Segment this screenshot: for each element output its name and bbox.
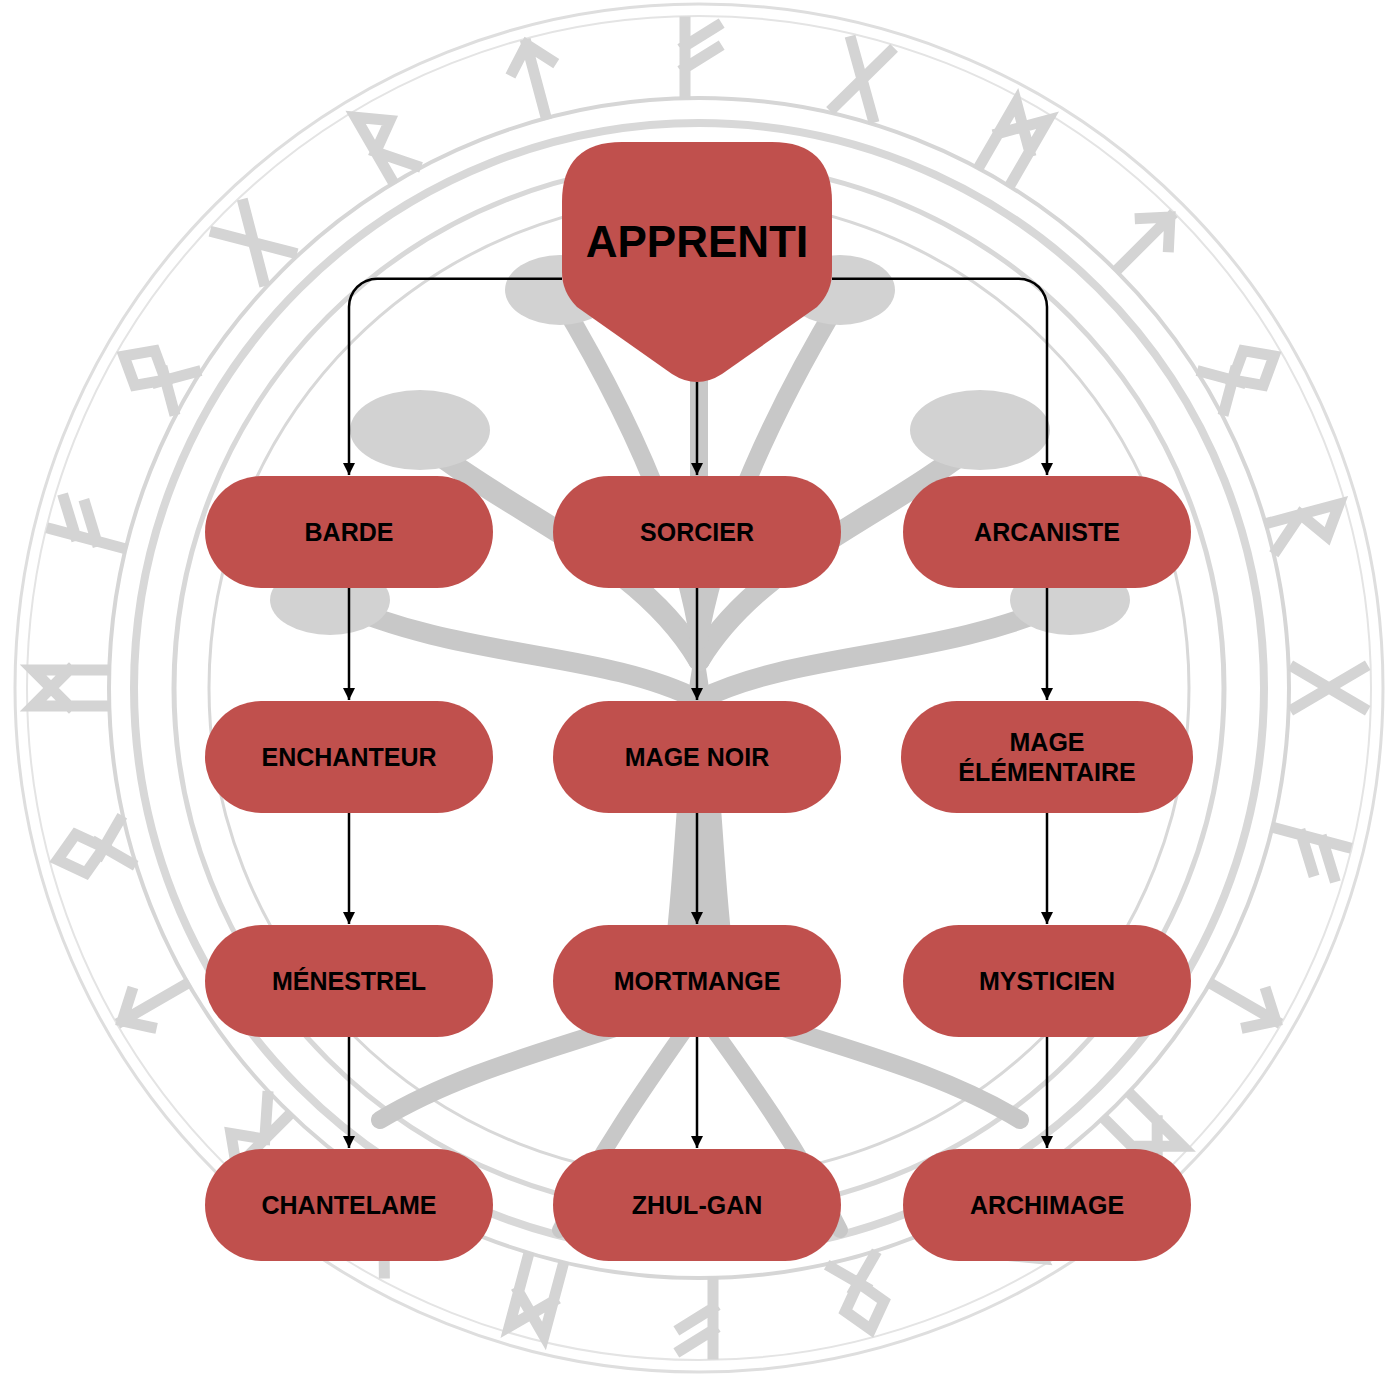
node-label: CHANTELAME bbox=[262, 1190, 437, 1220]
rune bbox=[52, 820, 131, 881]
rune bbox=[112, 968, 194, 1039]
outer-ring bbox=[27, 16, 1371, 1360]
rune bbox=[1268, 828, 1346, 878]
class-box: SORCIER bbox=[553, 476, 841, 588]
node-label: MÉNESTREL bbox=[272, 966, 426, 996]
class-box: MORTMANGE bbox=[553, 925, 841, 1037]
node-label: APPRENTI bbox=[586, 216, 808, 269]
connector-arrow bbox=[696, 813, 699, 924]
connector-arrow bbox=[349, 279, 562, 475]
class-box: CHANTELAME bbox=[205, 1149, 493, 1261]
node-label: MAGE NOIR bbox=[625, 742, 769, 772]
rune bbox=[356, 103, 416, 179]
rune bbox=[52, 498, 130, 548]
connector-arrow bbox=[1046, 588, 1049, 700]
class-box: MAGE NOIR bbox=[553, 701, 841, 813]
node-label: ZHUL-GAN bbox=[632, 1190, 763, 1220]
class-box: ARCANISTE bbox=[903, 476, 1191, 588]
connector-arrow bbox=[348, 588, 351, 700]
node-label: ENCHANTEUR bbox=[262, 742, 437, 772]
rune bbox=[831, 1256, 892, 1335]
knot-ring bbox=[134, 123, 1264, 1253]
class-box: MAGE ÉLÉMENTAIRE bbox=[901, 701, 1193, 813]
connector-arrow bbox=[696, 1037, 699, 1148]
tree-branch bbox=[699, 600, 1070, 700]
root-node: APPRENTI bbox=[562, 142, 832, 382]
connector-arrow bbox=[1046, 1037, 1049, 1148]
inner-ring bbox=[109, 98, 1289, 1278]
leaf-cluster bbox=[350, 390, 490, 470]
node-label: MYSTICIEN bbox=[979, 966, 1115, 996]
node-label: SORCIER bbox=[640, 517, 754, 547]
connector-arrow bbox=[832, 279, 1047, 475]
class-box: ARCHIMAGE bbox=[903, 1149, 1191, 1261]
rune-ring bbox=[33, 22, 1363, 1354]
class-box: ENCHANTEUR bbox=[205, 701, 493, 813]
rune bbox=[1295, 668, 1363, 708]
rune bbox=[33, 670, 105, 706]
rune bbox=[980, 102, 1047, 182]
root-shape-fill bbox=[562, 142, 832, 382]
outer-ring bbox=[15, 4, 1383, 1372]
node-label: MORTMANGE bbox=[614, 966, 781, 996]
rune bbox=[1270, 504, 1347, 550]
connector-arrow bbox=[696, 588, 699, 700]
connector-arrow bbox=[1046, 813, 1049, 924]
rune bbox=[1105, 203, 1184, 282]
class-box: BARDE bbox=[205, 476, 493, 588]
rune bbox=[507, 40, 564, 120]
rune bbox=[681, 1282, 713, 1354]
rune bbox=[1203, 968, 1285, 1039]
leaf-cluster bbox=[910, 390, 1050, 470]
rune bbox=[215, 204, 291, 280]
rune bbox=[1202, 337, 1285, 410]
rune bbox=[113, 337, 196, 410]
knot-band bbox=[134, 123, 1264, 1253]
node-label: BARDE bbox=[305, 517, 394, 547]
node-label: MAGE ÉLÉMENTAIRE bbox=[922, 727, 1172, 787]
connector-arrow bbox=[348, 813, 351, 924]
tree-branch bbox=[330, 600, 699, 700]
class-box: MYSTICIEN bbox=[903, 925, 1191, 1037]
node-label: ARCANISTE bbox=[974, 517, 1120, 547]
connector-arrow bbox=[696, 382, 699, 475]
connector-arrow bbox=[348, 1037, 351, 1148]
class-box: MÉNESTREL bbox=[205, 925, 493, 1037]
class-box: ZHUL-GAN bbox=[553, 1149, 841, 1261]
rune bbox=[834, 41, 890, 117]
rune bbox=[685, 22, 717, 94]
node-label: ARCHIMAGE bbox=[970, 1190, 1124, 1220]
rune bbox=[509, 1257, 562, 1336]
